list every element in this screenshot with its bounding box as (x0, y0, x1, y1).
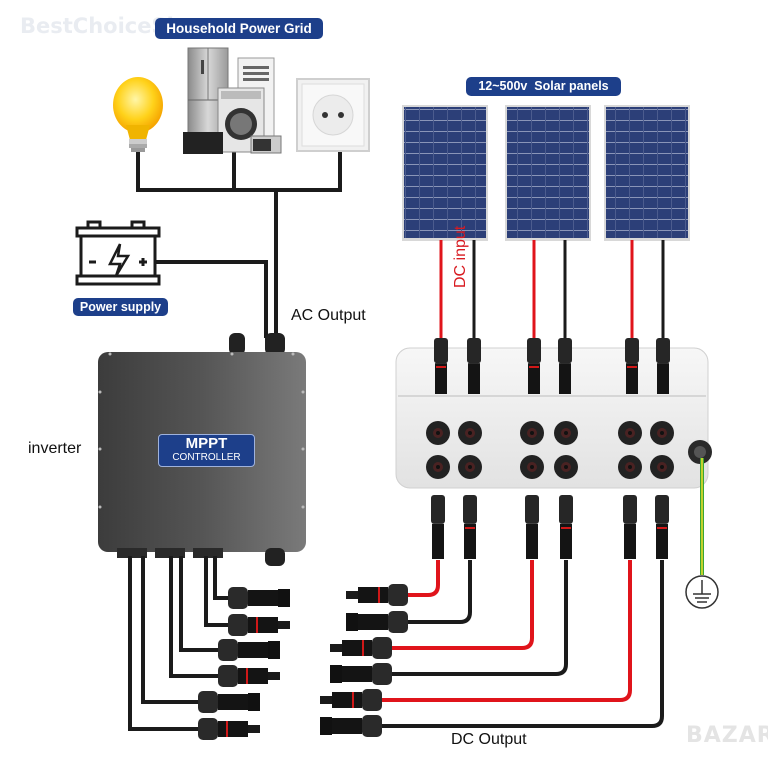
mc4-connector-icon (655, 495, 669, 559)
mppt-title: MPPT (185, 435, 228, 452)
mc4-connector-icon (228, 614, 290, 636)
dc-output-cables (382, 560, 664, 728)
mc4-connector-icon (198, 718, 260, 740)
battery-to-inverter-wire (155, 260, 268, 338)
mc4-connector-icon (218, 665, 280, 687)
panel-socket-icon (618, 421, 642, 445)
solar-panel-icon (402, 105, 488, 241)
panel-socket-icon (458, 421, 482, 445)
mc4-connector-icon (431, 495, 445, 559)
household-wiring (136, 150, 342, 338)
panel-socket-icon (520, 421, 544, 445)
dc-input-wires (439, 240, 665, 340)
mc4-connector-icon (330, 663, 392, 685)
mc4-connector-icon (625, 338, 639, 394)
light-bulb-icon (113, 77, 163, 152)
mc4-connector-icon (434, 338, 448, 394)
appliances-icon (183, 47, 282, 154)
panel-socket-icon (554, 421, 578, 445)
panel-socket-icon (650, 455, 674, 479)
mc4-connector-icon (467, 338, 481, 394)
mc4-connector-icon (218, 639, 280, 661)
ground-gland (688, 440, 712, 464)
mppt-controller-badge: MPPT CONTROLLER (158, 434, 255, 467)
mc4-connector-icon (559, 495, 573, 559)
mppt-subtitle: CONTROLLER (172, 452, 241, 463)
mc4-connector-icon (558, 338, 572, 394)
panel-socket-icon (426, 421, 450, 445)
panel-socket-icon (426, 455, 450, 479)
solar-panel-icon (505, 105, 591, 241)
mc4-connector-icon (527, 338, 541, 394)
mc4-connector-icon (656, 338, 670, 394)
mc4-connector-icon (623, 495, 637, 559)
panel-socket-icon (554, 455, 578, 479)
solar-panel-icon (604, 105, 690, 241)
microwave-icon (183, 132, 223, 154)
solar-panels-badge: 12~500v Solar panels (466, 77, 621, 96)
panel-socket-icon (650, 421, 674, 445)
mc4-connector-icon (330, 637, 392, 659)
wall-socket-icon (296, 78, 370, 152)
mc4-connector-icon (320, 689, 382, 711)
bulb-wire (136, 150, 342, 192)
household-grid-badge: Household Power Grid (155, 18, 323, 39)
mc4-connector-icon (346, 611, 408, 633)
ac-output-label: AC Output (291, 307, 366, 324)
inverter-label: inverter (28, 440, 82, 457)
ground-symbol-icon (685, 575, 719, 609)
panel-socket-icon (618, 455, 642, 479)
mc4-connector-icon (525, 495, 539, 559)
mc4-connector-icon (198, 691, 260, 713)
dc-input-label: DC input (452, 225, 469, 288)
mc4-connector-icon (346, 584, 408, 606)
mc4-connector-icon (463, 495, 477, 559)
panel-socket-icon (520, 455, 544, 479)
mc4-connector-icon (228, 587, 290, 609)
dc-output-label: DC Output (451, 731, 527, 748)
power-supply-badge: Power supply (73, 298, 168, 316)
inverter-output-cables (128, 556, 228, 731)
panel-socket-icon (458, 455, 482, 479)
mc4-connector-icon (320, 715, 382, 737)
battery-icon (75, 220, 161, 286)
watermark-bottom: BAZAR (686, 723, 768, 748)
